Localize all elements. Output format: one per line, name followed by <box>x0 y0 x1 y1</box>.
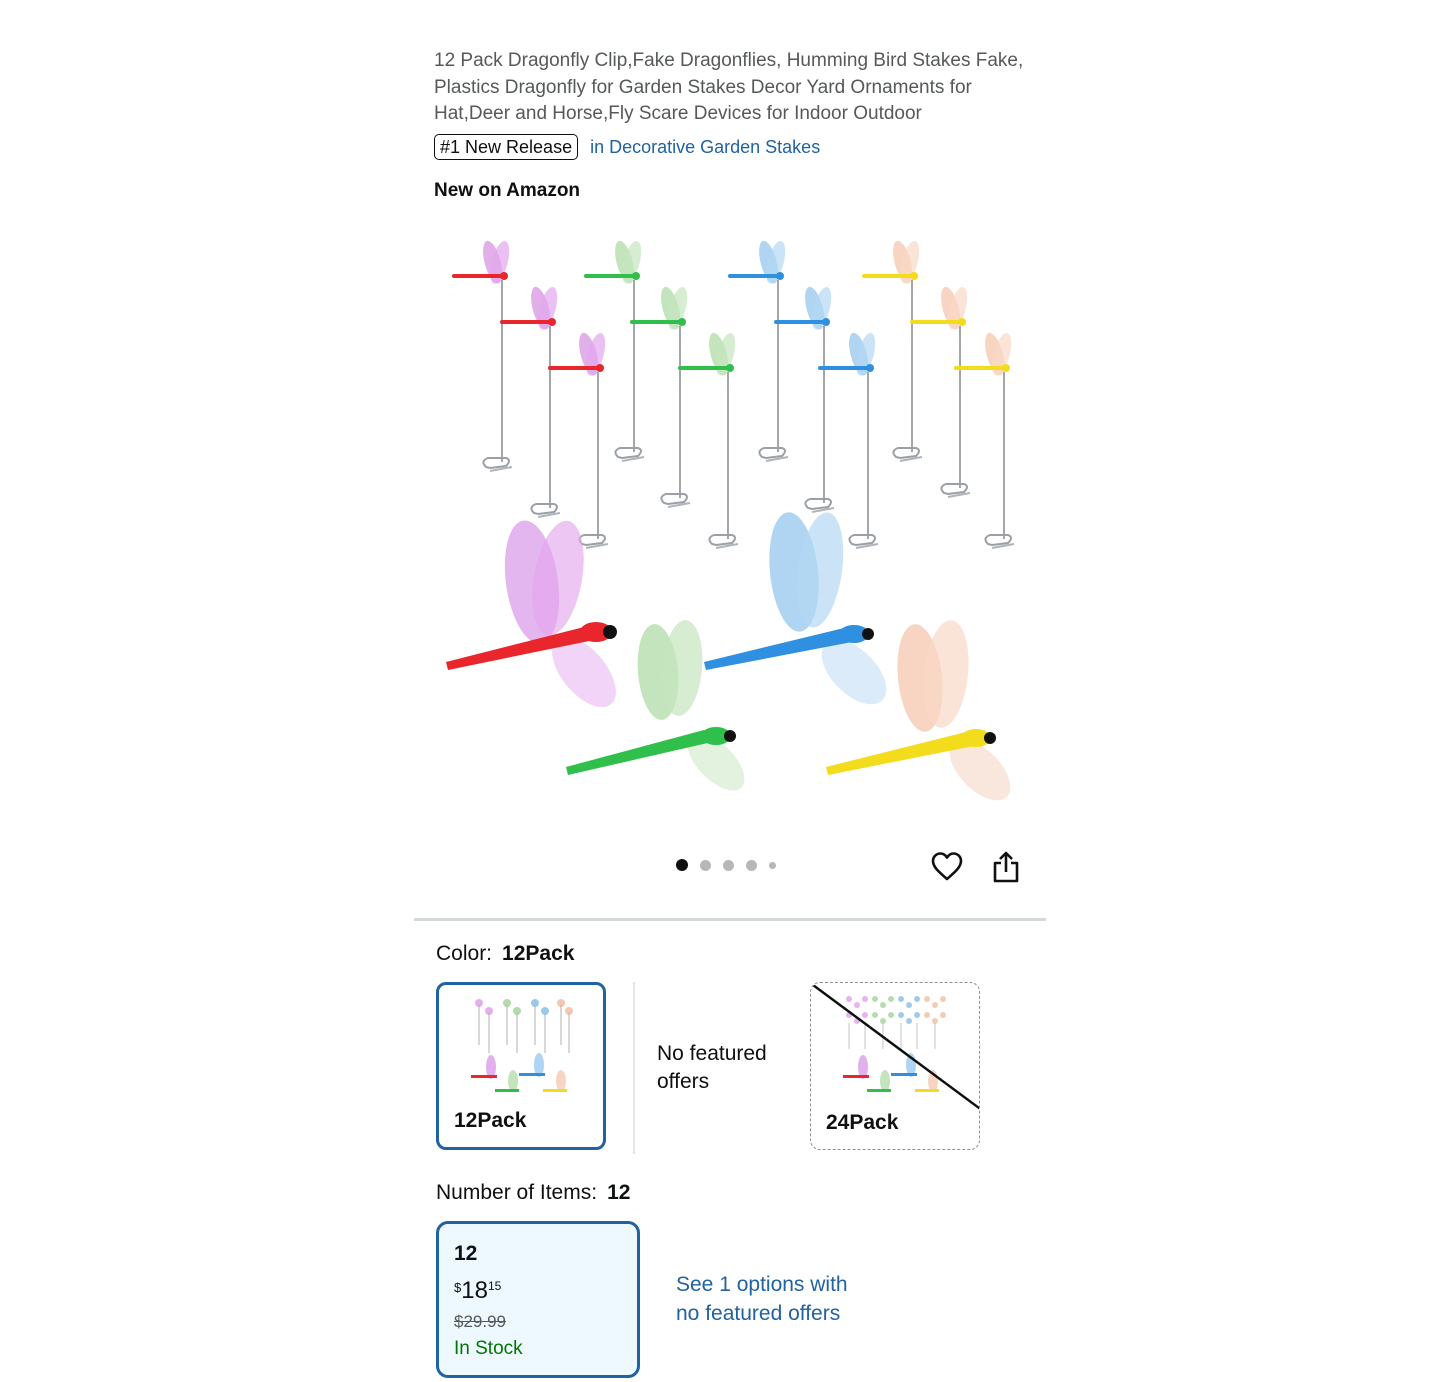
heart-icon[interactable] <box>930 850 964 884</box>
small-dragonfly-stakes <box>452 240 1015 549</box>
price: $1815 <box>454 1277 501 1305</box>
color-selected-value: 12Pack <box>502 942 575 965</box>
price-whole: 18 <box>461 1277 488 1304</box>
category-link[interactable]: in Decorative Garden Stakes <box>590 136 821 157</box>
price-currency: $ <box>454 1280 462 1295</box>
swatch-24pack[interactable]: 24Pack <box>810 982 980 1150</box>
new-on-amazon-label: New on Amazon <box>434 180 581 201</box>
pager-dot[interactable] <box>700 859 711 871</box>
swatch-separator <box>633 982 635 1154</box>
see-options-line2: no featured offers <box>676 1302 841 1325</box>
pager-dot[interactable] <box>676 859 688 871</box>
swatch-12pack-image <box>471 999 573 1092</box>
color-label: Color: <box>436 942 493 965</box>
no-featured-offers-text[interactable]: No featured offers <box>657 1040 807 1096</box>
items-label: Number of Items: <box>436 1181 598 1204</box>
swatch-24pack-image <box>843 996 946 1092</box>
items-selected-value: 12 <box>607 1181 631 1204</box>
list-price: $29.99 <box>454 1312 506 1331</box>
section-divider <box>414 918 1046 921</box>
large-dragonflies <box>446 512 1011 801</box>
see-options-link[interactable]: See 1 options with no featured offers <box>676 1270 848 1328</box>
unavailable-slash <box>812 983 979 1110</box>
price-fraction: 15 <box>487 1279 502 1293</box>
new-release-badge[interactable]: #1 New Release <box>434 134 579 160</box>
no-featured-offers-label: No featured offers <box>657 1042 767 1093</box>
items-option-card[interactable]: 12 $1815 $29.99 In Stock <box>436 1221 640 1378</box>
items-label-row: Number of Items: 12 <box>436 1181 630 1205</box>
stock-status: In Stock <box>454 1338 523 1359</box>
swatch-24pack-label: 24Pack <box>826 1111 899 1134</box>
share-icon[interactable] <box>990 850 1022 884</box>
pager-dot[interactable] <box>723 859 734 871</box>
pager-dot[interactable] <box>746 859 757 871</box>
best-seller-row: #1 New Release in Decorative Garden Stak… <box>434 134 820 160</box>
items-option-title: 12 <box>454 1242 478 1265</box>
see-options-line1: See 1 options with <box>676 1273 848 1296</box>
image-pager-dots[interactable] <box>676 859 776 871</box>
product-title[interactable]: 12 Pack Dragonfly Clip,Fake Dragonflies,… <box>434 50 1024 124</box>
swatch-12pack-label: 12Pack <box>454 1109 527 1132</box>
product-image[interactable] <box>434 222 1034 822</box>
swatch-12pack[interactable]: 12Pack <box>436 982 606 1150</box>
pager-dot[interactable] <box>769 861 776 869</box>
color-label-row: Color: 12Pack <box>436 942 574 966</box>
